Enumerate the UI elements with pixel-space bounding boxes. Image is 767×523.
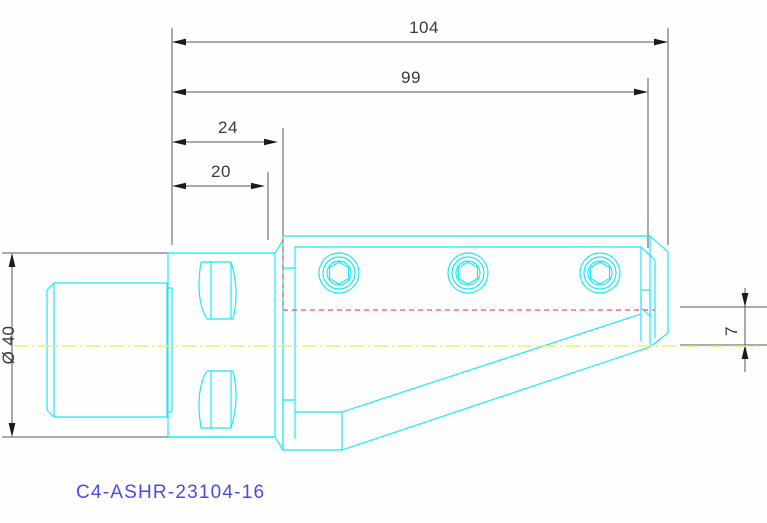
- clamp-screw-3: [579, 252, 621, 294]
- pull-stud-block: [46, 282, 173, 418]
- pull-stud-outline: [46, 282, 168, 418]
- screw-mid-circle: [322, 256, 356, 290]
- dimension-label-flange-width: 20: [211, 162, 231, 181]
- dimension-label-overall-length: 104: [409, 18, 439, 37]
- part-number-title: C4-ASHR-23104-16: [76, 482, 265, 503]
- hidden-lines: [282, 238, 655, 311]
- arrow-head-bottom-icon: [8, 423, 16, 437]
- arrow-head-left-icon: [172, 88, 186, 96]
- dimension-flange-to-body: 24: [172, 118, 284, 238]
- drive-slot-lower: [198, 370, 237, 429]
- tool-body-top-profile: [282, 235, 669, 348]
- pull-stud-collar: [166, 287, 173, 413]
- dimension-shank-diameter: Ø 40: [0, 252, 168, 438]
- arrow-head-top-icon: [8, 253, 16, 267]
- tool-body: [167, 235, 669, 451]
- screw-hex-socket-icon: [328, 261, 350, 285]
- screw-outer-circle: [447, 252, 489, 294]
- arrow-head-top-icon: [741, 293, 749, 307]
- screw-mid-circle: [451, 256, 485, 290]
- dimension-gauge-length: 99: [172, 68, 649, 248]
- insert-pocket-notch: [640, 289, 651, 317]
- screw-inner-circle: [455, 260, 481, 286]
- screw-outer-circle: [318, 252, 360, 294]
- arrow-head-left-icon: [172, 182, 186, 190]
- shank-flange: [167, 239, 284, 451]
- dimension-overall-length: 104: [171, 18, 669, 245]
- flange-face: [274, 239, 284, 451]
- tool-body-top-inner: [294, 246, 656, 339]
- drive-slot-lower-outline: [198, 370, 237, 429]
- dimension-flange-width: 20: [172, 162, 269, 240]
- arrow-head-right-icon: [654, 38, 668, 46]
- screw-inner-circle: [326, 260, 352, 286]
- screw-mid-circle: [583, 256, 617, 290]
- clamp-screw-2: [447, 252, 489, 294]
- shank-outline: [167, 252, 276, 438]
- dimension-label-flange-to-body: 24: [218, 118, 238, 137]
- arrow-head-right-icon: [251, 182, 265, 190]
- tool-body-taper-inner: [294, 313, 642, 413]
- arrow-head-left-icon: [172, 138, 186, 146]
- dimension-label-insert-offset: 7: [722, 326, 741, 336]
- screw-hex-socket-icon: [589, 261, 611, 285]
- clamp-screw-1: [318, 252, 360, 294]
- drive-slot-upper-outline: [198, 261, 237, 320]
- part-geometry: [14, 235, 760, 451]
- arrow-head-bottom-icon: [741, 345, 749, 359]
- drive-slot-upper: [198, 261, 237, 320]
- screw-hex-socket-icon: [457, 261, 479, 285]
- screw-outer-circle: [579, 252, 621, 294]
- arrow-head-left-icon: [172, 38, 186, 46]
- tool-body-taper-outer: [282, 346, 651, 451]
- dimension-label-gauge-length: 99: [401, 68, 421, 87]
- dimension-insert-offset: 7: [680, 288, 767, 372]
- arrow-head-right-icon: [634, 88, 648, 96]
- arrow-head-right-icon: [264, 138, 278, 146]
- dimension-label-shank-diameter: Ø 40: [0, 326, 18, 365]
- screw-inner-circle: [587, 260, 613, 286]
